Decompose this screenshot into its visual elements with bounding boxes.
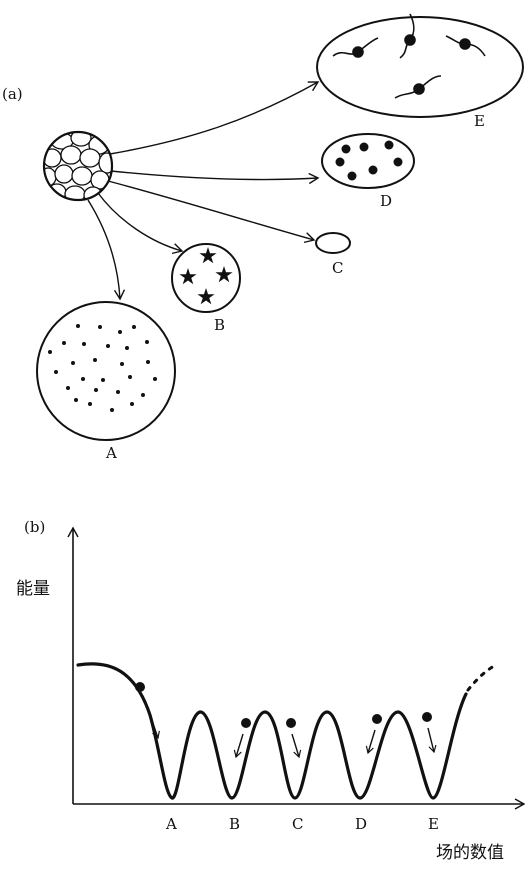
- rolling-ball-e: [422, 712, 437, 754]
- rolling-ball-d: [365, 714, 382, 755]
- label-e: E: [474, 112, 485, 130]
- panel-a-label: (a): [2, 85, 23, 103]
- arrow-to-b: [97, 192, 184, 255]
- target-e: E: [316, 13, 524, 130]
- energy-curve-continuation: [466, 664, 496, 692]
- y-axis-label: 能量: [16, 579, 50, 599]
- minimum-label-d: D: [355, 815, 367, 833]
- target-d: D: [321, 133, 415, 210]
- arrow-to-a: [87, 199, 126, 301]
- minimum-label-a: A: [165, 815, 177, 833]
- target-a: A: [36, 301, 176, 462]
- target-c: C: [315, 232, 351, 277]
- arrow-to-c: [107, 180, 316, 244]
- minimum-label-c: C: [292, 815, 303, 833]
- minimum-label-b: B: [229, 815, 240, 833]
- target-b: B: [171, 243, 241, 334]
- label-d: D: [380, 192, 392, 210]
- x-axis-label: 场的数值: [436, 843, 504, 863]
- arrow-to-e: [109, 81, 320, 155]
- label-b: B: [214, 316, 225, 334]
- source-sphere: [42, 130, 114, 202]
- rolling-ball-c: [286, 718, 302, 759]
- panel-b-label: (b): [24, 518, 45, 536]
- label-c: C: [332, 259, 343, 277]
- energy-curve: [76, 662, 468, 800]
- rolling-ball-a: [135, 682, 160, 740]
- label-a: A: [105, 444, 117, 462]
- minimum-label-e: E: [428, 815, 439, 833]
- arrow-to-d: [110, 170, 320, 185]
- rolling-ball-b: [233, 718, 251, 759]
